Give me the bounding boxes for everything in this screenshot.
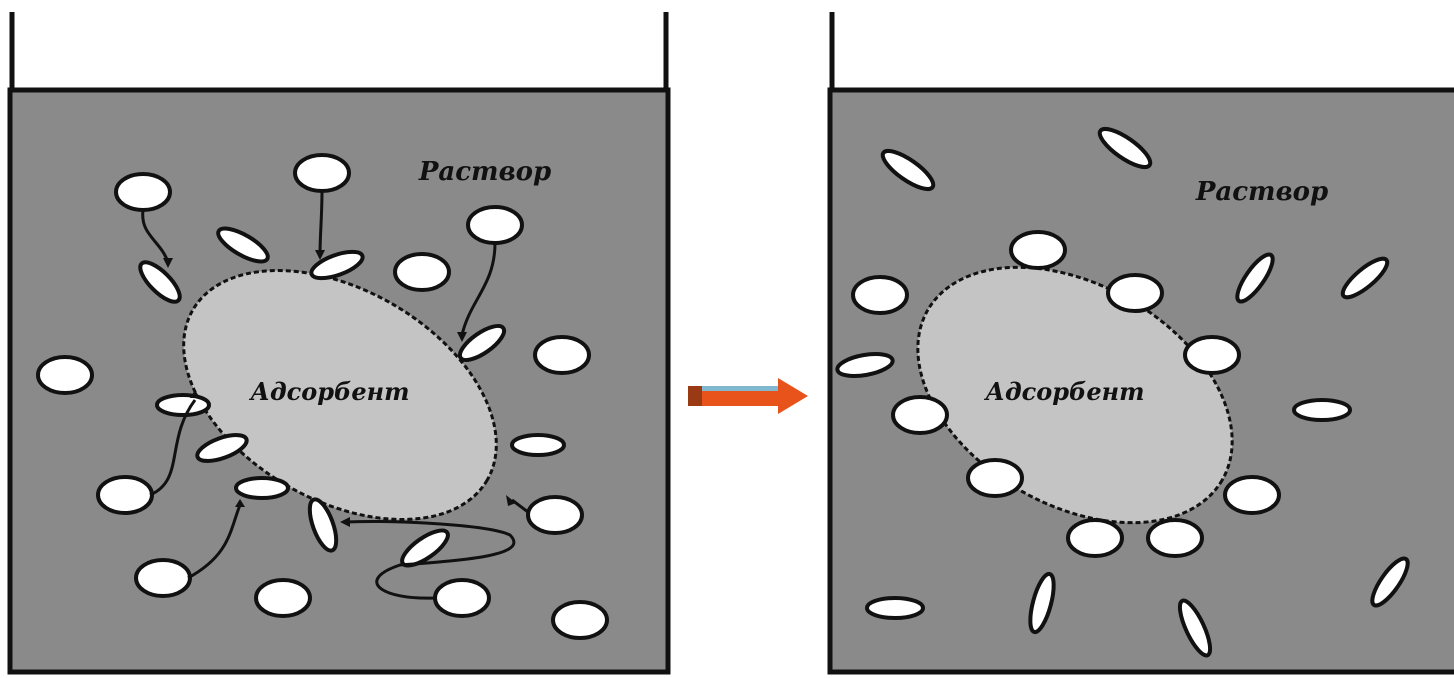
round-molecule <box>393 252 451 292</box>
round-molecule <box>114 172 172 212</box>
diffusion-path <box>187 504 242 580</box>
arrowhead <box>190 390 200 398</box>
elongated-molecule <box>457 323 507 363</box>
right-elongated-molecules <box>835 126 1410 658</box>
right-panel: Адсорбент Раствор <box>827 12 1454 675</box>
round-molecule <box>254 578 312 618</box>
elongated-molecule <box>155 393 211 417</box>
left-elongated-molecules <box>138 226 566 568</box>
round-molecule <box>526 495 584 535</box>
elongated-molecule <box>1097 126 1153 170</box>
arrowhead <box>506 495 516 506</box>
elongated-molecule <box>195 433 249 463</box>
arrow-head <box>778 378 808 414</box>
right-adsorbent-label: Адсорбент <box>983 377 1144 406</box>
left-round-molecules <box>36 153 609 640</box>
elongated-molecule <box>1028 571 1056 635</box>
left-panel: Адсорбент Раствор <box>7 12 671 675</box>
diffusion-path <box>141 209 170 263</box>
elongated-molecule <box>234 476 290 500</box>
left-solution-label: Раствор <box>418 157 551 187</box>
diffusion-path <box>318 190 324 256</box>
round-molecule <box>1009 230 1067 270</box>
round-molecule <box>96 475 154 515</box>
arrow-tail <box>688 386 702 406</box>
elongated-molecule <box>865 596 925 620</box>
arrowhead <box>163 258 173 268</box>
round-molecule <box>1066 518 1124 558</box>
arrowhead <box>340 517 350 527</box>
round-molecule <box>36 355 94 395</box>
elongated-molecule <box>510 433 566 457</box>
elongated-molecule <box>307 497 339 553</box>
elongated-molecule <box>1370 556 1410 608</box>
arrow-stripe <box>688 386 780 391</box>
arrowhead <box>457 332 467 342</box>
elongated-molecule <box>1235 252 1275 304</box>
round-molecule <box>134 558 192 598</box>
right-solution-label: Раствор <box>1195 177 1328 207</box>
round-molecule <box>1223 475 1281 515</box>
round-molecule <box>966 458 1024 498</box>
diffusion-path <box>149 399 197 497</box>
arrowhead <box>315 250 325 260</box>
round-molecule <box>1183 335 1241 375</box>
right-round-molecules <box>851 230 1281 558</box>
round-molecule <box>533 335 591 375</box>
elongated-molecule <box>216 226 270 264</box>
elongated-molecule <box>835 352 895 378</box>
elongated-molecule <box>309 249 365 281</box>
left-adsorbent-label: Адсорбент <box>248 377 409 406</box>
elongated-molecule <box>138 260 182 304</box>
round-molecule <box>293 153 351 193</box>
round-molecule <box>466 205 524 245</box>
round-molecule <box>551 600 609 640</box>
diffusion-path <box>460 242 497 336</box>
round-molecule <box>433 578 491 618</box>
elongated-molecule <box>1177 598 1213 658</box>
elongated-molecule <box>880 148 936 192</box>
arrowhead <box>235 499 245 507</box>
left-arrowheads <box>163 250 516 527</box>
transition-arrow <box>688 378 808 414</box>
elongated-molecule <box>1340 256 1390 300</box>
round-molecule <box>1146 518 1204 558</box>
left-diffusion-paths <box>141 190 529 600</box>
round-molecule <box>891 395 949 435</box>
round-molecule <box>851 275 909 315</box>
elongated-molecule <box>1292 398 1352 422</box>
round-molecule <box>1106 273 1164 313</box>
diffusion-path <box>344 520 516 600</box>
